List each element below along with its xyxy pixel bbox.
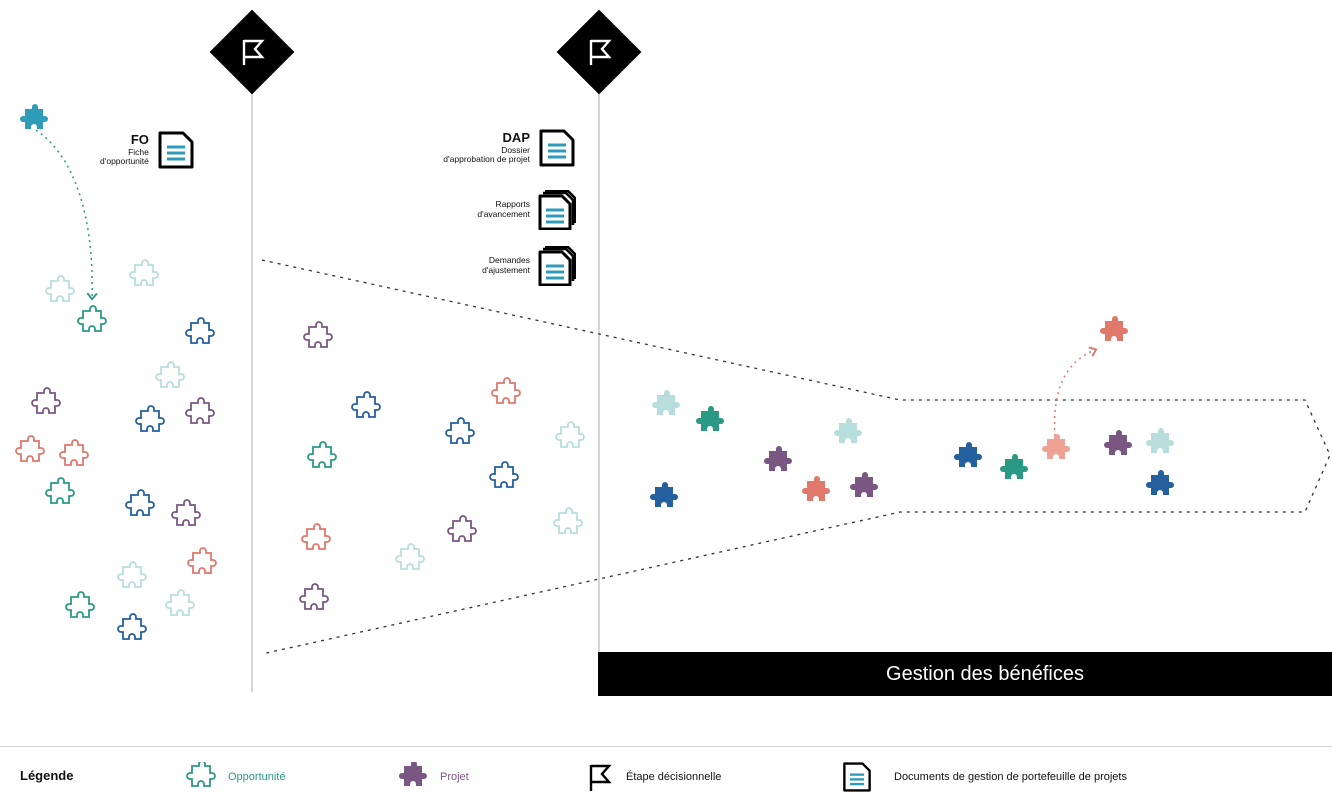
- flag-icon: [589, 39, 612, 65]
- project-piece: [1104, 430, 1132, 455]
- project-piece: [764, 446, 792, 471]
- opportunity-pieces-zone-2: [299, 321, 585, 610]
- doc-rapports-line2: d'avancement: [477, 209, 530, 219]
- document-stack-icon: [538, 246, 576, 286]
- legend-divider: [0, 746, 1332, 747]
- legend-milestone: Étape décisionnelle: [584, 762, 721, 792]
- legend-opportunity: Opportunité: [186, 762, 285, 792]
- doc-demandes-line2: d'ajustement: [482, 265, 530, 275]
- project-piece: [696, 406, 724, 431]
- opportunity-piece: [125, 489, 155, 516]
- project-piece: [650, 482, 678, 507]
- opportunity-pieces-zone-1: [15, 259, 217, 640]
- opportunity-piece: [59, 439, 89, 466]
- doc-fo: FO Fiche d'opportunité: [100, 130, 195, 170]
- project-piece-icon: [399, 762, 427, 786]
- opportunity-piece: [117, 561, 147, 588]
- document-icon: [158, 131, 194, 169]
- legend-milestone-label: Étape décisionnelle: [626, 771, 722, 783]
- opportunity-piece: [555, 421, 585, 448]
- opportunity-piece: [307, 441, 337, 468]
- opportunity-piece: [15, 435, 45, 462]
- opportunity-piece: [299, 583, 329, 610]
- opportunity-piece: [155, 361, 185, 388]
- milestone-2: [556, 9, 642, 95]
- doc-demandes: Demandes d'ajustement: [380, 246, 576, 286]
- legend-project-label: Projet: [440, 771, 469, 783]
- doc-rapports-line1: Rapports: [495, 199, 531, 210]
- opportunity-piece: [447, 515, 477, 542]
- opportunity-piece: [165, 589, 195, 616]
- funnel-outline: [261, 259, 1331, 655]
- doc-dap-line1: Dossier: [501, 144, 530, 155]
- benefits-management-label: Gestion des bénéfices: [886, 662, 1084, 685]
- project-piece: [834, 418, 862, 443]
- opportunity-piece: [303, 321, 333, 348]
- project-piece: [802, 476, 830, 501]
- opportunity-piece: [45, 275, 75, 302]
- project-piece: [1146, 470, 1174, 495]
- doc-fo-line2: d'opportunité: [100, 156, 149, 167]
- project-piece: [1042, 434, 1070, 459]
- opportunity-piece: [117, 613, 147, 640]
- benefits-management-bar: Gestion des bénéfices: [598, 652, 1332, 696]
- flag-icon: [589, 764, 612, 791]
- project-piece: [850, 472, 878, 497]
- opportunity-piece: [135, 405, 165, 432]
- opportunity-piece: [351, 391, 381, 418]
- opportunity-piece: [185, 397, 215, 424]
- opportunity-piece: [489, 461, 519, 488]
- legend-project: Projet: [398, 762, 469, 792]
- opportunity-piece: [171, 499, 201, 526]
- doc-fo-line1: Fiche: [128, 146, 149, 157]
- opportunity-piece: [77, 305, 107, 332]
- opportunity-piece: [395, 543, 425, 570]
- doc-demandes-line1: Demandes: [488, 255, 530, 266]
- opportunity-piece: [301, 523, 331, 550]
- opportunity-piece: [185, 317, 215, 344]
- opportunity-piece: [553, 507, 583, 534]
- benefit-piece: [1100, 316, 1128, 341]
- project-pieces: [650, 316, 1174, 507]
- flag-icon: [242, 39, 265, 65]
- opportunity-piece: [445, 417, 475, 444]
- puzzle-piece-filled: [20, 104, 48, 129]
- opportunity-piece-icon: [186, 762, 216, 787]
- doc-rapports: Rapports d'avancement: [380, 190, 576, 230]
- opportunity-piece: [65, 591, 95, 618]
- opportunity-piece: [491, 377, 521, 404]
- legend-opportunity-label: Opportunité: [228, 771, 286, 783]
- opportunity-piece: [129, 259, 159, 286]
- project-piece: [1146, 428, 1174, 453]
- document-stack-icon: [538, 190, 576, 230]
- doc-dap: DAP Dossier d'approbation de projet: [380, 128, 576, 168]
- opportunity-piece: [187, 547, 217, 574]
- document-icon: [843, 762, 871, 792]
- milestone-1: [209, 9, 295, 95]
- opportunity-piece: [45, 477, 75, 504]
- legend-title: Légende: [20, 768, 74, 783]
- project-piece: [652, 390, 680, 415]
- doc-dap-line2: d'approbation de projet: [443, 154, 530, 165]
- opportunity-piece: [31, 387, 61, 414]
- benefit-arrow: [1053, 346, 1098, 437]
- legend-documents-label: Documents de gestion de portefeuille de …: [894, 771, 1127, 783]
- project-piece: [954, 442, 982, 467]
- project-piece: [1000, 454, 1028, 479]
- doc-dap-code: DAP: [502, 129, 530, 145]
- document-icon: [539, 129, 575, 167]
- legend-documents: Documents de gestion de portefeuille de …: [842, 762, 1127, 792]
- doc-fo-code: FO: [130, 131, 149, 147]
- selection-arrow: [35, 129, 98, 301]
